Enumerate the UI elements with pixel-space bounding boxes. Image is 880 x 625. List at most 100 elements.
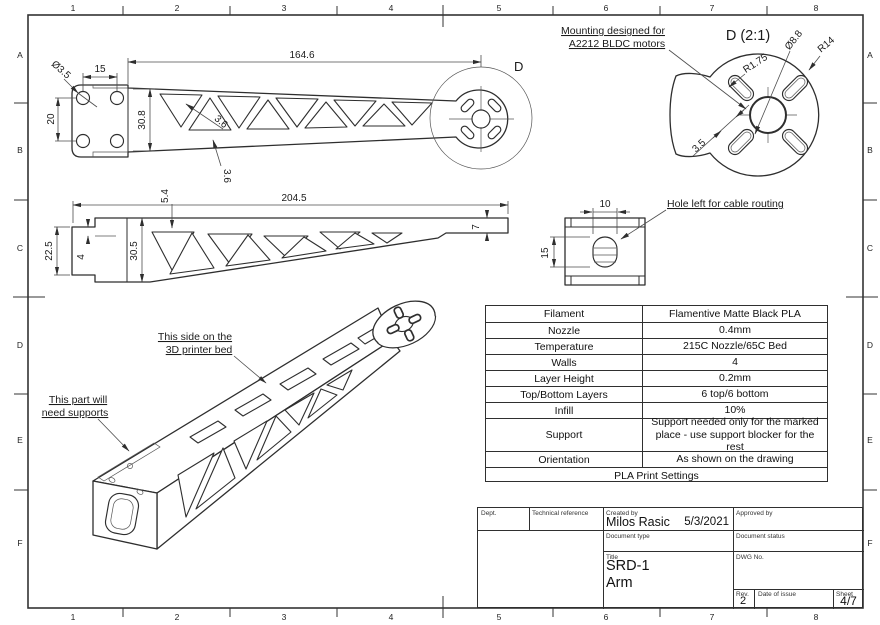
table-row: Infill 10% [486, 402, 827, 418]
table-row: Orientation As shown on the drawing [486, 451, 827, 467]
setting-label: Temperature [486, 339, 643, 354]
title-label: Title [606, 554, 619, 561]
doc-type-label: Document type [606, 533, 650, 540]
mounting-note-line1: Mounting designed for [561, 25, 665, 37]
zone-row: C [17, 243, 23, 253]
table-row: Nozzle 0.4mm [486, 322, 827, 338]
zone-labels: 1 2 3 4 5 6 7 8 1 2 3 4 5 6 7 8 A B C D … [17, 3, 873, 622]
setting-value: As shown on the drawing [676, 453, 794, 466]
zone-col: 6 [604, 3, 609, 13]
zone-row: A [17, 50, 23, 60]
sheet-label: Sheet [836, 591, 853, 598]
center-hole [471, 109, 491, 129]
dim-beam-width: 30.8 [137, 110, 148, 130]
zone-col: 4 [389, 3, 394, 13]
mounting-note-line2: A2212 BLDC motors [569, 38, 665, 50]
dim-rib-b: 3.6 [221, 169, 232, 183]
date-of-issue-label: Date of issue [758, 591, 796, 598]
created-by-value: Milos Rasic [606, 515, 670, 529]
setting-label: Infill [486, 403, 643, 418]
dim-center-hole: Ø8.8 [783, 28, 805, 52]
iso-view: This side on the 3D printer bed This par… [42, 300, 437, 550]
block-details [97, 442, 161, 536]
doc-status-label: Document status [736, 533, 785, 540]
support-note-line1: This part will [49, 394, 107, 406]
table-row: Filament Flamentive Matte Black PLA [486, 306, 827, 322]
dim-length: 164.6 [289, 50, 314, 61]
dim-mount-height: 22.5 [44, 241, 55, 261]
zone-col: 2 [175, 3, 180, 13]
setting-label: Filament [486, 306, 643, 322]
detail-letter: D [514, 59, 523, 74]
bed-note-line1: This side on the [158, 331, 232, 343]
zone-col: 5 [497, 3, 502, 13]
zone-col: 8 [814, 612, 819, 622]
dim-wall: 5.4 [160, 189, 171, 203]
title-block: Dept. Technical reference Created by App… [477, 507, 864, 609]
dim-slot-height: 15 [540, 247, 551, 259]
zone-col: 3 [282, 3, 287, 13]
end-view: 10 15 Hole left for cable routing [540, 198, 784, 286]
dim-hole-spacing: 15 [94, 64, 106, 75]
table-row: Top/Bottom Layers 6 top/6 bottom [486, 386, 827, 402]
truss-cutouts-top [159, 93, 433, 131]
setting-label: Top/Bottom Layers [486, 387, 643, 402]
zone-col: 7 [710, 612, 715, 622]
zone-col: 2 [175, 612, 180, 622]
cable-routing-note: Hole left for cable routing [667, 198, 784, 210]
dwg-no-label: DWG No. [736, 554, 764, 561]
zone-col: 3 [282, 612, 287, 622]
bed-note: This side on the 3D printer bed [158, 331, 267, 384]
print-settings-table: Filament Flamentive Matte Black PLA Nozz… [485, 305, 828, 482]
setting-value: 0.4mm [718, 324, 752, 337]
setting-label: Nozzle [486, 323, 643, 338]
dim-tip: 7 [471, 224, 482, 230]
dept-label: Dept. [481, 510, 497, 517]
mounting-note: Mounting designed for A2212 BLDC motors [561, 25, 747, 110]
detail-d-view: D (2:1) R1.75 Ø8.8 R14 3.5 Mounting desi… [561, 25, 837, 177]
zone-row: E [867, 435, 873, 445]
border-frame [13, 5, 878, 618]
iso-motor-ring [372, 300, 437, 349]
iso-side-cutouts [177, 369, 353, 518]
end-view-dimensions: 10 15 [540, 199, 630, 268]
zone-row: C [867, 243, 873, 253]
table-row: Walls 4 [486, 354, 827, 370]
support-note-line2: need supports [42, 407, 109, 419]
zone-col: 7 [710, 3, 715, 13]
motor-slot [460, 98, 475, 113]
detail-title: D (2:1) [726, 28, 770, 44]
setting-label: Walls [486, 355, 643, 370]
rev-value: 2 [740, 595, 747, 607]
bed-note-line2: 3D printer bed [166, 344, 233, 356]
motor-slot [487, 98, 502, 113]
dim-hole-rows: 20 [46, 113, 57, 125]
drawing-title-line2: Arm [606, 575, 633, 591]
zone-col: 8 [814, 3, 819, 13]
tech-ref-label: Technical reference [532, 510, 589, 517]
table-row: Support Support needed only for the mark… [486, 416, 827, 454]
setting-value: 10% [724, 404, 746, 417]
zone-col: 4 [389, 612, 394, 622]
setting-value: Support needed only for the marked place… [651, 416, 819, 454]
table-row: Layer Height 0.2mm [486, 370, 827, 386]
setting-label: Orientation [486, 452, 643, 467]
setting-value: 4 [732, 356, 738, 369]
zone-col: 1 [71, 612, 76, 622]
zone-row: D [867, 340, 873, 350]
truss-cutouts-side [151, 231, 403, 275]
dim-outer-radius: R14 [816, 35, 837, 56]
zone-row: F [17, 538, 22, 548]
setting-label: Layer Height [486, 371, 643, 386]
rev-label: Rev. [736, 591, 749, 598]
created-by-label: Created by [606, 510, 638, 517]
date-value: 5/3/2021 [684, 516, 729, 528]
zone-col: 5 [497, 612, 502, 622]
zone-row: D [17, 340, 23, 350]
zone-row: A [867, 50, 873, 60]
setting-value: Flamentive Matte Black PLA [669, 307, 801, 320]
dim-step: 4 [76, 254, 87, 260]
approved-by-label: Approved by [736, 510, 773, 517]
